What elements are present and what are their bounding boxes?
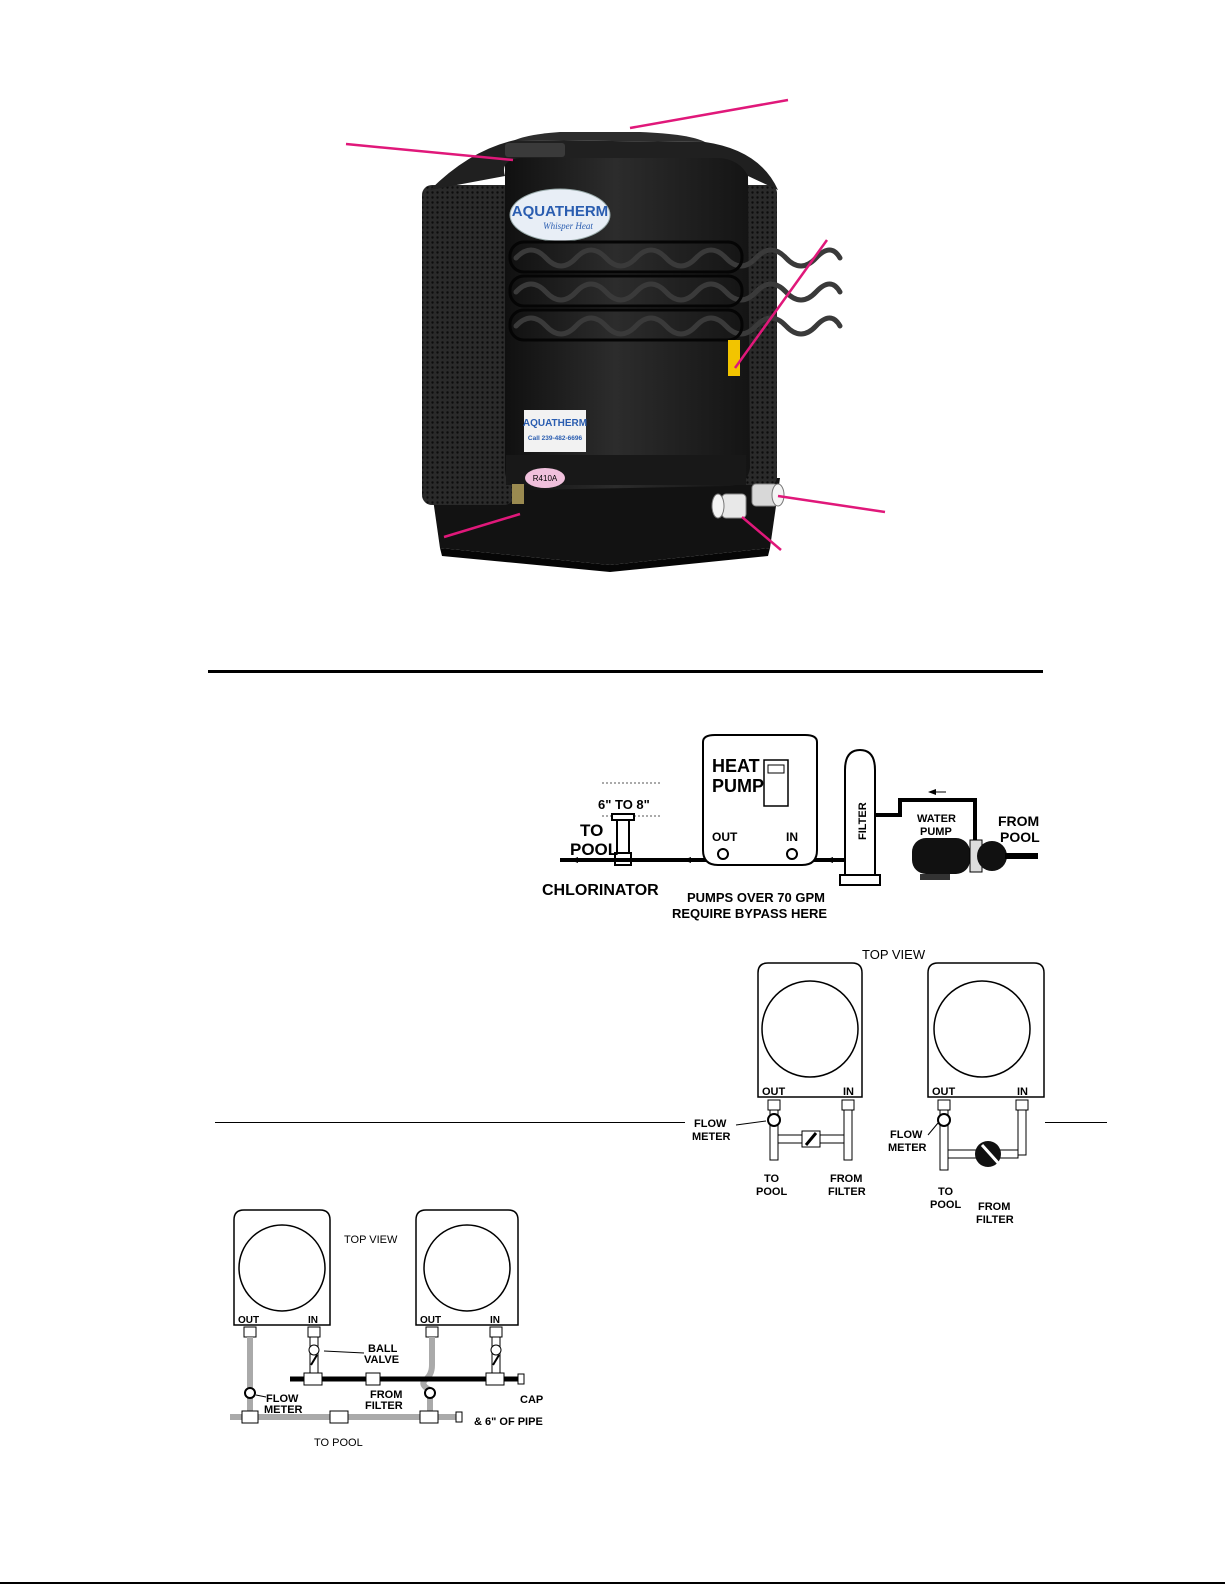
svg-text:FROM: FROM xyxy=(978,1201,1010,1213)
svg-text:REQUIRE BYPASS HERE: REQUIRE BYPASS HERE xyxy=(672,906,827,921)
plumbing-diagram: 6" TO 8" TO POOL CHLORINATOR HEAT PUMP O… xyxy=(542,734,1040,921)
svg-text:FLOW: FLOW xyxy=(266,1393,299,1405)
callout-drain xyxy=(443,512,521,539)
svg-text:WATER: WATER xyxy=(917,813,956,825)
svg-text:FLOW: FLOW xyxy=(694,1118,727,1130)
r410a-badge: R410A xyxy=(525,468,565,488)
svg-text:OUT: OUT xyxy=(712,830,738,844)
svg-text:POOL: POOL xyxy=(930,1199,961,1211)
svg-text:IN: IN xyxy=(843,1086,854,1098)
callout-control-panel xyxy=(345,142,514,162)
page-bottom-rule xyxy=(0,1582,1225,1584)
svg-text:IN: IN xyxy=(490,1315,500,1326)
svg-text:FILTER: FILTER xyxy=(857,802,869,840)
service-label: AQUATHERM Call 239-482-6696 xyxy=(523,410,587,452)
svg-text:FILTER: FILTER xyxy=(976,1214,1014,1226)
svg-text:CAP: CAP xyxy=(520,1394,543,1406)
aquatherm-logo: AQUATHERM Whisper Heat xyxy=(509,188,611,242)
svg-text:FILTER: FILTER xyxy=(365,1400,403,1412)
svg-text:IN: IN xyxy=(786,830,798,844)
svg-text:& 6" OF PIPE: & 6" OF PIPE xyxy=(474,1416,543,1428)
section-divider-left xyxy=(215,1122,685,1123)
bypass-note: PUMPS OVER 70 GPM xyxy=(687,890,825,905)
svg-text:Whisper Heat: Whisper Heat xyxy=(543,221,593,231)
product-photo: AQUATHERM Whisper Heat AQUATHERM Call 23… xyxy=(345,98,886,572)
svg-text:HEAT: HEAT xyxy=(712,756,760,776)
left-mesh-panel xyxy=(422,185,514,505)
chlorinator-label: CHLORINATOR xyxy=(542,882,659,899)
parallel-unit-1: OUT IN xyxy=(233,1209,331,1326)
svg-text:FROM: FROM xyxy=(830,1173,862,1185)
parallel-diagram: OUT IN TOP VIEW OUT IN BALL VALVE FLOW M… xyxy=(230,1209,543,1449)
svg-text:BALL: BALL xyxy=(368,1343,398,1355)
svg-text:OUT: OUT xyxy=(420,1315,441,1326)
svg-text:OUT: OUT xyxy=(238,1315,259,1326)
warning-label xyxy=(728,340,740,376)
svg-text:OUT: OUT xyxy=(932,1086,956,1098)
svg-text:TO POOL: TO POOL xyxy=(314,1437,363,1449)
control-panel xyxy=(505,143,565,157)
svg-text:OUT: OUT xyxy=(762,1086,786,1098)
callout-top xyxy=(629,98,789,130)
drain-fitting xyxy=(512,484,524,504)
svg-text:PUMP: PUMP xyxy=(712,776,764,796)
svg-text:FROM: FROM xyxy=(370,1389,402,1401)
filter: FILTER xyxy=(839,748,881,886)
svg-text:AQUATHERM: AQUATHERM xyxy=(523,418,587,429)
svg-text:R410A: R410A xyxy=(533,474,558,483)
svg-text:AQUATHERM: AQUATHERM xyxy=(512,203,608,220)
svg-text:POOL: POOL xyxy=(1000,829,1040,845)
svg-text:POOL: POOL xyxy=(756,1186,787,1198)
parallel-unit-2: OUT IN xyxy=(415,1209,519,1326)
callout-water-in xyxy=(741,516,782,551)
svg-text:TO: TO xyxy=(764,1173,780,1185)
svg-text:TO: TO xyxy=(938,1186,954,1198)
section-divider xyxy=(208,670,1043,673)
svg-text:IN: IN xyxy=(1017,1086,1028,1098)
svg-text:VALVE: VALVE xyxy=(364,1354,399,1366)
svg-text:FLOW: FLOW xyxy=(890,1129,923,1141)
svg-text:METER: METER xyxy=(264,1404,303,1416)
heat-pump: HEAT PUMP OUT IN xyxy=(702,734,818,866)
callout-water-out xyxy=(777,494,886,514)
water-pump: WATER PUMP xyxy=(912,813,1007,880)
callout-label xyxy=(733,239,829,369)
section-divider-right xyxy=(1045,1122,1107,1123)
svg-text:METER: METER xyxy=(888,1142,927,1154)
svg-text:PUMP: PUMP xyxy=(920,826,952,838)
svg-text:METER: METER xyxy=(692,1131,731,1143)
bypass-unit-2: OUT IN FLOW METER TO POOL FROM FILTER xyxy=(888,962,1045,1226)
parallel-title: TOP VIEW xyxy=(344,1234,398,1246)
water-connections xyxy=(711,483,785,519)
dimension-label: 6" TO 8" xyxy=(598,797,650,812)
svg-text:TO: TO xyxy=(580,821,603,840)
svg-text:POOL: POOL xyxy=(570,840,618,859)
bypass-unit-1: OUT IN FLOW METER TO POOL FROM FILTER xyxy=(692,962,866,1198)
bypass-title: TOP VIEW xyxy=(862,947,926,962)
svg-text:Call 239-482-6696: Call 239-482-6696 xyxy=(528,435,583,442)
svg-text:FROM: FROM xyxy=(998,813,1039,829)
bypass-diagram: TOP VIEW OUT IN FLOW METER TO POOL FROM … xyxy=(692,947,1045,1226)
svg-text:IN: IN xyxy=(308,1315,318,1326)
svg-text:FILTER: FILTER xyxy=(828,1186,866,1198)
